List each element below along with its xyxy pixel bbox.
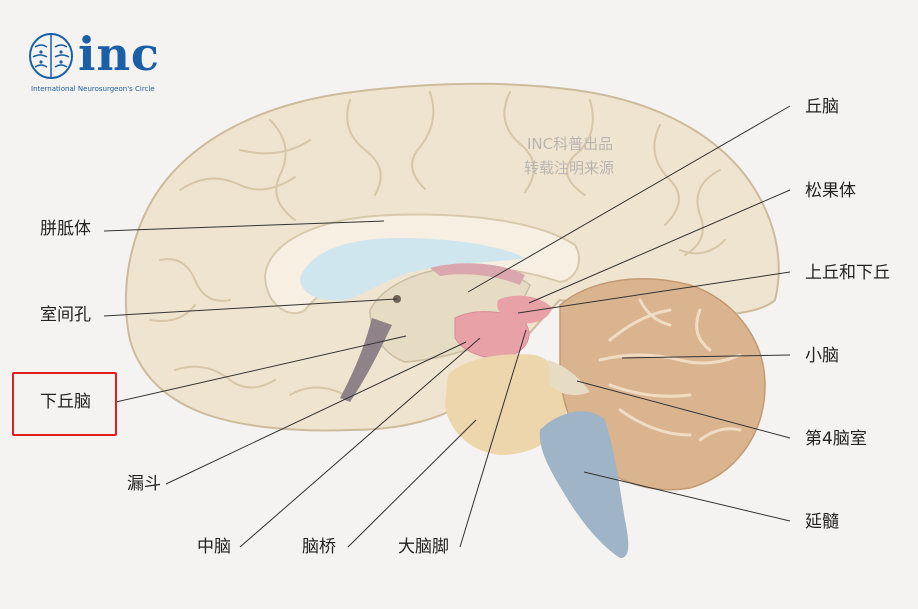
hypothalamus-shape bbox=[454, 311, 530, 359]
medulla-shape bbox=[539, 411, 629, 558]
leader-hypothalamus bbox=[115, 335, 407, 403]
fourth-ventricle-shape bbox=[548, 360, 590, 396]
label-pineal-body: 松果体 bbox=[805, 181, 856, 201]
label-midbrain: 中脑 bbox=[197, 537, 231, 557]
leader-foramen bbox=[103, 298, 398, 317]
leader-pons bbox=[347, 419, 477, 548]
label-cerebellum: 小脑 bbox=[805, 346, 839, 366]
brain-logo-icon bbox=[29, 33, 73, 79]
leader-pineal bbox=[528, 189, 791, 304]
gyri-folds bbox=[149, 91, 726, 396]
leader-cerebellum bbox=[621, 354, 791, 359]
leader-thalamus bbox=[467, 105, 791, 293]
logo-wordmark: inc bbox=[78, 27, 160, 81]
lateral-ventricle-shape bbox=[300, 238, 525, 301]
label-colliculi: 上丘和下丘 bbox=[805, 263, 890, 283]
leader-medulla bbox=[583, 471, 791, 522]
label-medulla: 延髓 bbox=[805, 512, 839, 532]
leader-infundibulum bbox=[165, 341, 467, 485]
arbor-vitae bbox=[598, 298, 742, 442]
thalamus-rim bbox=[430, 263, 525, 285]
leader-corpus-callosum bbox=[103, 220, 385, 232]
label-thalamus: 丘脑 bbox=[805, 97, 839, 117]
watermark-line2: 转载注明来源 bbox=[524, 159, 615, 177]
third-ventricle-wall bbox=[340, 318, 392, 402]
leader-colliculi bbox=[517, 271, 791, 314]
label-infundibulum: 漏斗 bbox=[127, 474, 161, 494]
leader-midbrain bbox=[239, 337, 481, 548]
leader-fourth-ventricle bbox=[576, 380, 791, 439]
label-fourth-ventricle: 第4脑室 bbox=[805, 429, 867, 449]
label-pons: 脑桥 bbox=[302, 537, 336, 557]
label-hypothalamus: 下丘脑 bbox=[40, 392, 91, 412]
colliculi-shape bbox=[497, 295, 552, 324]
label-corpus-callosum: 胼胝体 bbox=[40, 219, 91, 239]
watermark-line1: INC科普出品 bbox=[527, 135, 614, 153]
leader-peduncle bbox=[459, 329, 527, 548]
label-cerebral-peduncle: 大脑脚 bbox=[398, 537, 449, 557]
hypothalamus-highlight-box bbox=[12, 372, 117, 436]
pons-shape bbox=[445, 354, 567, 455]
label-interventricular-foramen: 室间孔 bbox=[40, 305, 91, 325]
leader-lines bbox=[103, 105, 791, 548]
logo-subtitle: International Neurosurgeon's Circle bbox=[31, 85, 155, 93]
